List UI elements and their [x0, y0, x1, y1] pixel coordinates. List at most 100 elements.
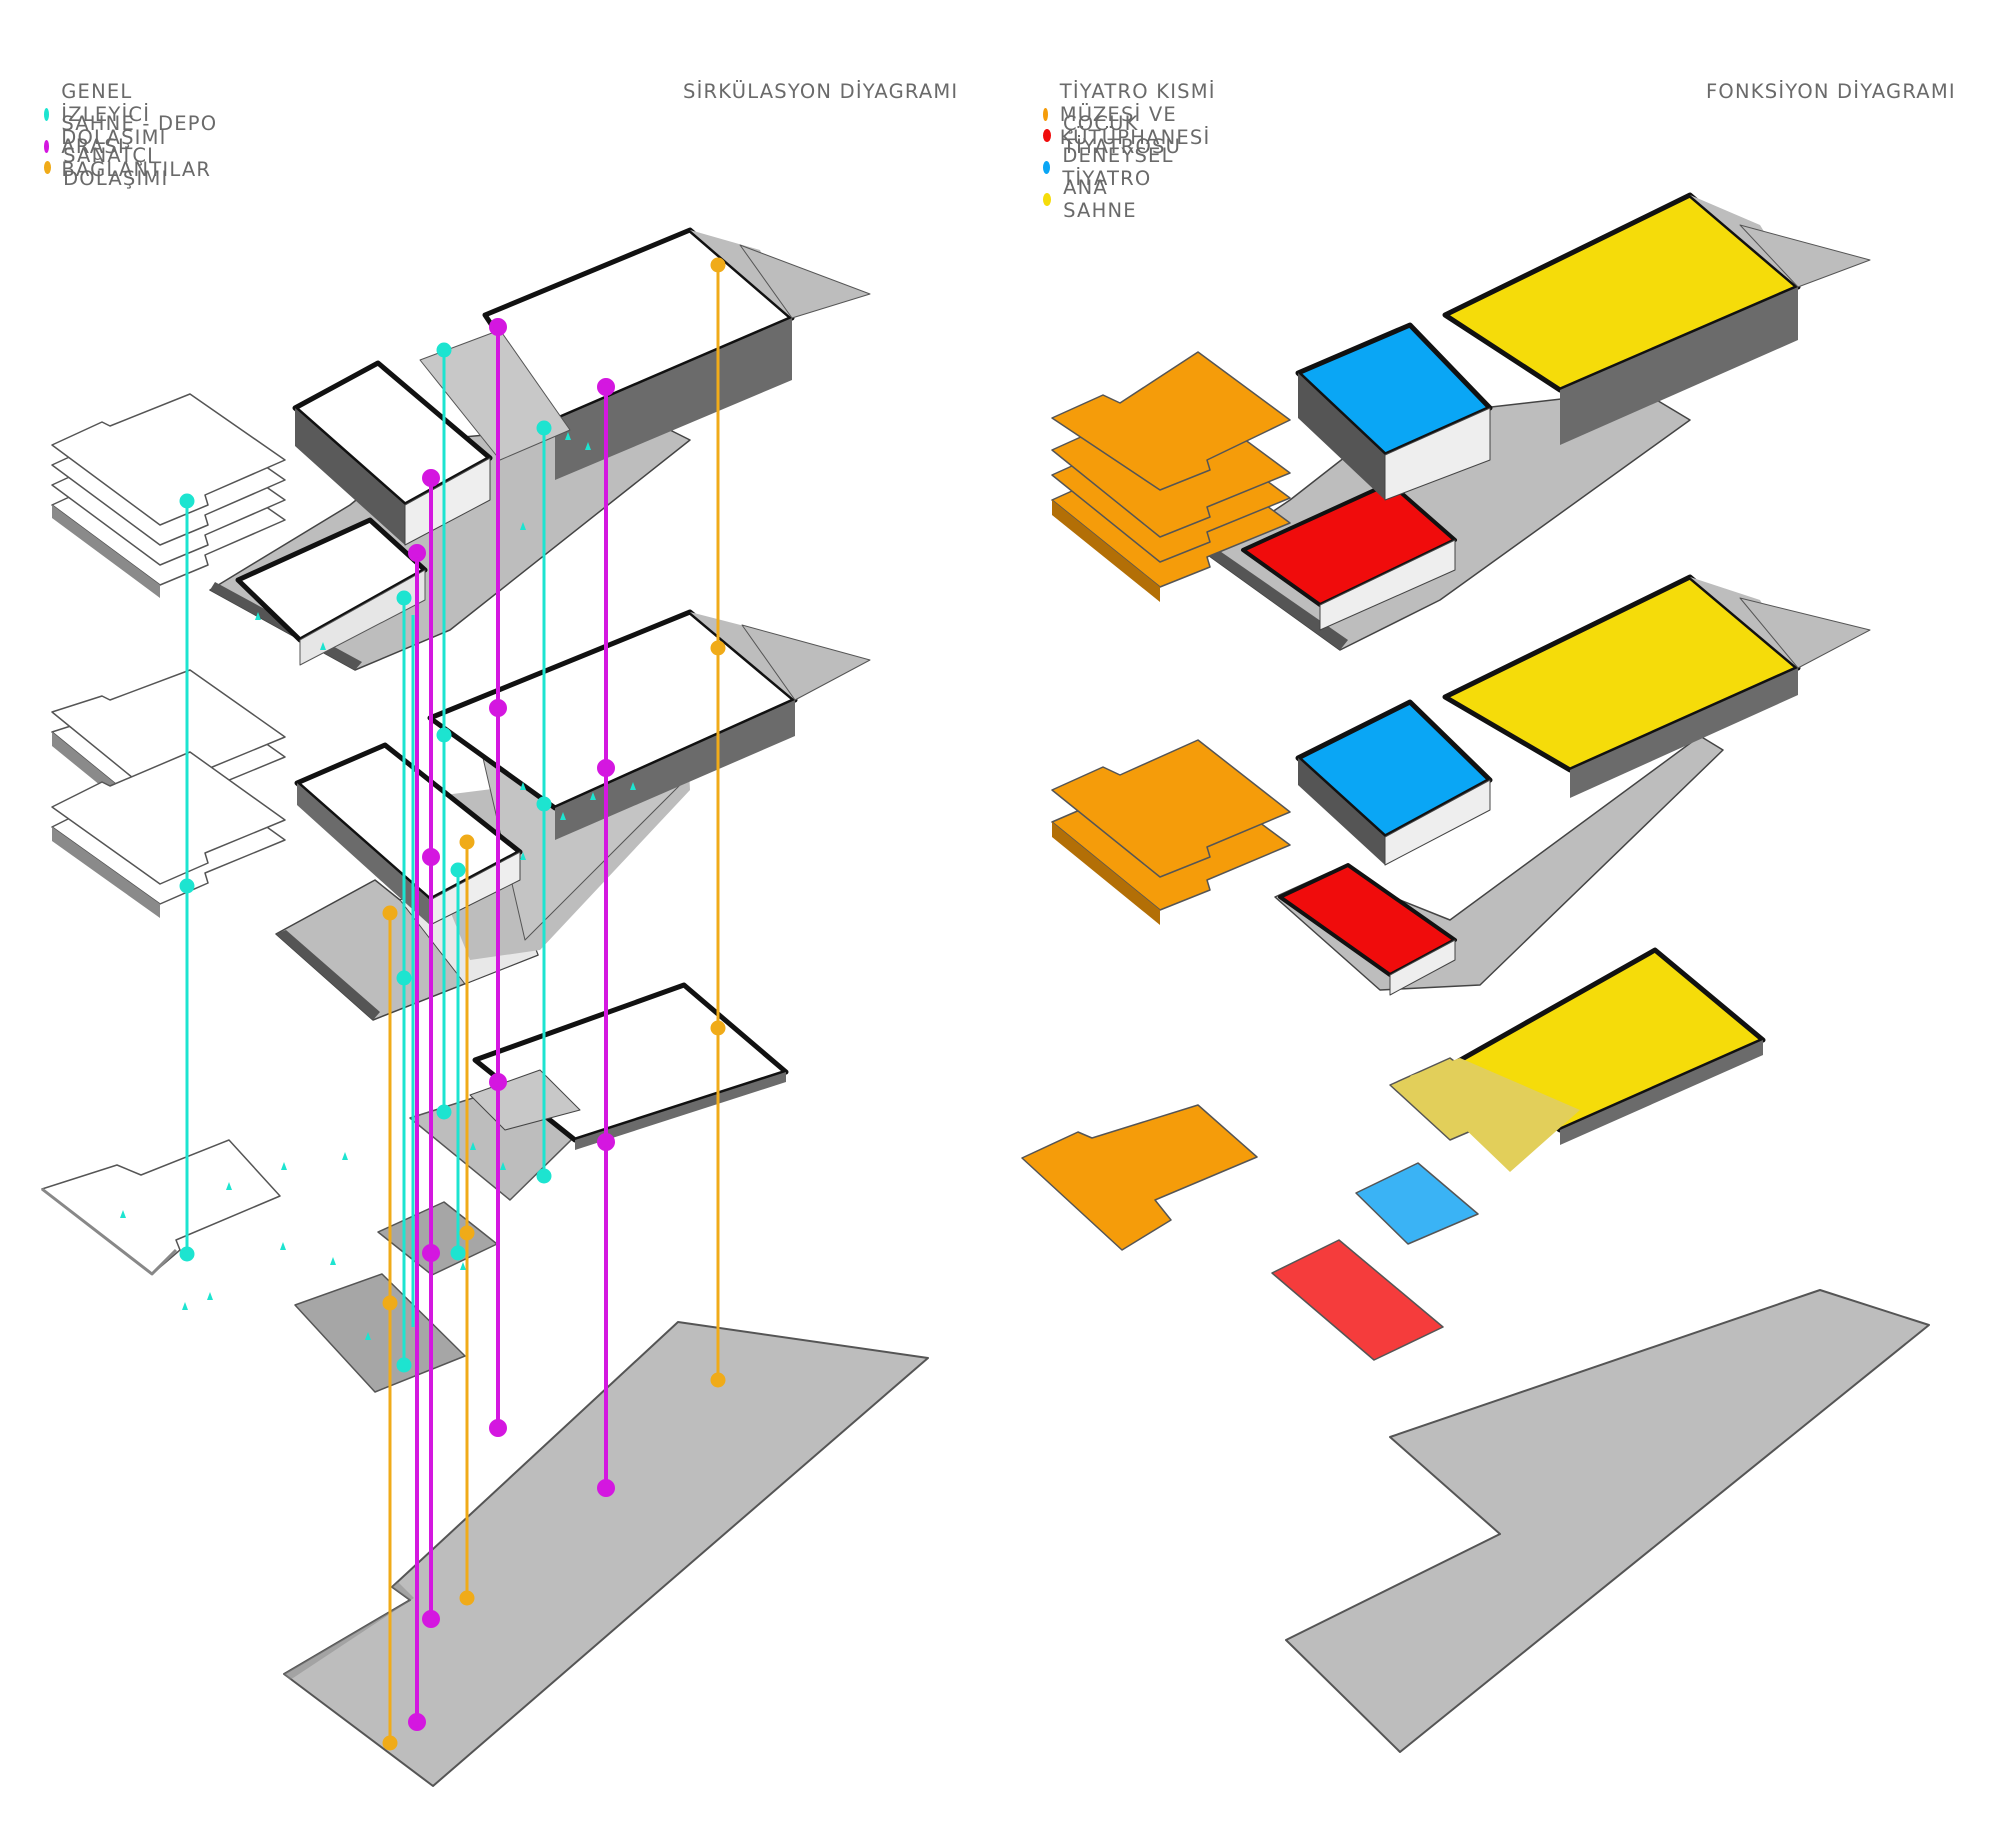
artist-node [459, 1590, 475, 1606]
person-icon [565, 432, 571, 440]
person-icon [520, 852, 526, 860]
stage-node [422, 1244, 440, 1262]
person-icon [342, 1152, 348, 1160]
legend-item-audience: GENEL İZLEYİCİ DOLAŞIMI [44, 80, 174, 149]
artist-node [382, 1295, 398, 1311]
museum-ground-slab [1021, 1104, 1258, 1251]
audience-node [436, 342, 452, 358]
person-icon [520, 782, 526, 790]
level-1-block [409, 982, 789, 1201]
artist-node [710, 1020, 726, 1036]
person-icon [460, 1262, 466, 1270]
artist-circulation-lines [382, 257, 726, 1751]
person-icon [520, 522, 526, 530]
museum-stack-left [51, 669, 286, 918]
slab-small-b [377, 1201, 498, 1276]
person-icon [207, 1292, 213, 1300]
artist-node [382, 905, 398, 921]
circulation-diagram-title: SİRKÜLASYON DİYAGRAMI [683, 80, 959, 103]
person-icon [560, 812, 566, 820]
stage-node [597, 1133, 615, 1151]
person-icon [280, 1242, 286, 1250]
person-icon [281, 1162, 287, 1170]
person-icon [182, 1302, 188, 1310]
main-stage-ground [1389, 947, 1766, 1172]
audience-node [450, 1245, 466, 1261]
person-icon [255, 612, 261, 620]
legend-dot-audience-icon [44, 108, 50, 121]
legend-label: GENEL İZLEYİCİ DOLAŞIMI [61, 80, 167, 149]
person-icon [500, 1162, 506, 1170]
ground-plate-right [1285, 1289, 1930, 1753]
legend-item-museum-library: TİYATRO KISMİ MÜZESİ VE KÜTÜPHANESİ [1043, 80, 1219, 149]
legend-item-artist: SANATÇI DOLAŞIMI [44, 144, 174, 190]
artist-node [710, 257, 726, 273]
legend-dot-artist-icon [44, 160, 52, 174]
person-icon [590, 792, 596, 800]
person-icon [630, 782, 636, 790]
audience-node [536, 420, 552, 436]
stage-node [489, 318, 507, 336]
stage-node [489, 699, 507, 717]
person-icon [226, 1182, 232, 1190]
museum-stack-right-upper [1051, 351, 1291, 602]
level-3-block [209, 227, 871, 671]
children-ground-slab [1271, 1239, 1444, 1361]
audience-node [436, 727, 452, 743]
person-icon [585, 442, 591, 450]
stage-node [422, 469, 440, 487]
artist-node [459, 834, 475, 850]
level-2-block [275, 609, 871, 1021]
ground-plate-left [283, 1321, 929, 1787]
legend-dot-stage-icon [44, 140, 50, 153]
legend-item-children-theatre: ÇOCUK TİYATROSU [1043, 112, 1186, 158]
audience-node [396, 1357, 412, 1373]
stage-node [597, 759, 615, 777]
museum-stack-right-lower [1051, 739, 1291, 925]
audience-node [436, 1104, 452, 1120]
stage-node [422, 1610, 440, 1628]
person-icon [320, 642, 326, 650]
circulation-diagram [41, 227, 929, 1787]
stage-node [408, 544, 426, 562]
person-icon [365, 1332, 371, 1340]
artist-node [710, 640, 726, 656]
legend-label: ÇOCUK TİYATROSU [1062, 112, 1182, 158]
legend-item-main-stage: ANA SAHNE [1043, 176, 1142, 222]
legend-item-stage-storage: SAHNE - DEPO ARASI BAĞLANTILAR [44, 112, 219, 181]
audience-node [396, 970, 412, 986]
stage-node [489, 1419, 507, 1437]
legend-label: SANATÇI DOLAŞIMI [63, 144, 169, 190]
person-icon [120, 1210, 126, 1218]
legend-dot-museum-icon [1043, 108, 1048, 121]
slab-ground-outline [41, 1139, 281, 1275]
experimental-ground-slab [1355, 1162, 1479, 1245]
legend-dot-main-stage-icon [1043, 192, 1052, 206]
audience-node [179, 878, 195, 894]
person-icon [330, 1257, 336, 1265]
slab-small-a [294, 1273, 466, 1393]
stage-node [597, 378, 615, 396]
museum-stack-upper-left [51, 393, 286, 598]
legend-label: ANA SAHNE [1063, 176, 1137, 222]
person-markers [120, 432, 636, 1340]
audience-node [536, 796, 552, 812]
legend-label: DENEYSEL TİYATRO [1062, 144, 1174, 190]
audience-circulation-lines [179, 342, 552, 1373]
legend-label: TİYATRO KISMİ MÜZESİ VE KÜTÜPHANESİ [1059, 80, 1216, 149]
stage-storage-lines [408, 318, 615, 1731]
legend-label: SAHNE - DEPO ARASI BAĞLANTILAR [61, 112, 218, 181]
audience-node [179, 493, 195, 509]
artist-node [710, 1372, 726, 1388]
function-diagram [1021, 192, 1930, 1753]
audience-node [450, 862, 466, 878]
stage-node [408, 1713, 426, 1731]
legend-item-experimental-theatre: DENEYSEL TİYATRO [1043, 144, 1179, 190]
artist-node [459, 1225, 475, 1241]
stage-node [597, 1479, 615, 1497]
level-2-right [1274, 574, 1871, 996]
artist-node [382, 1735, 398, 1751]
person-icon [470, 1142, 476, 1150]
function-diagram-title: FONKSİYON DİYAGRAMI [1706, 80, 1956, 103]
audience-node [536, 1168, 552, 1184]
